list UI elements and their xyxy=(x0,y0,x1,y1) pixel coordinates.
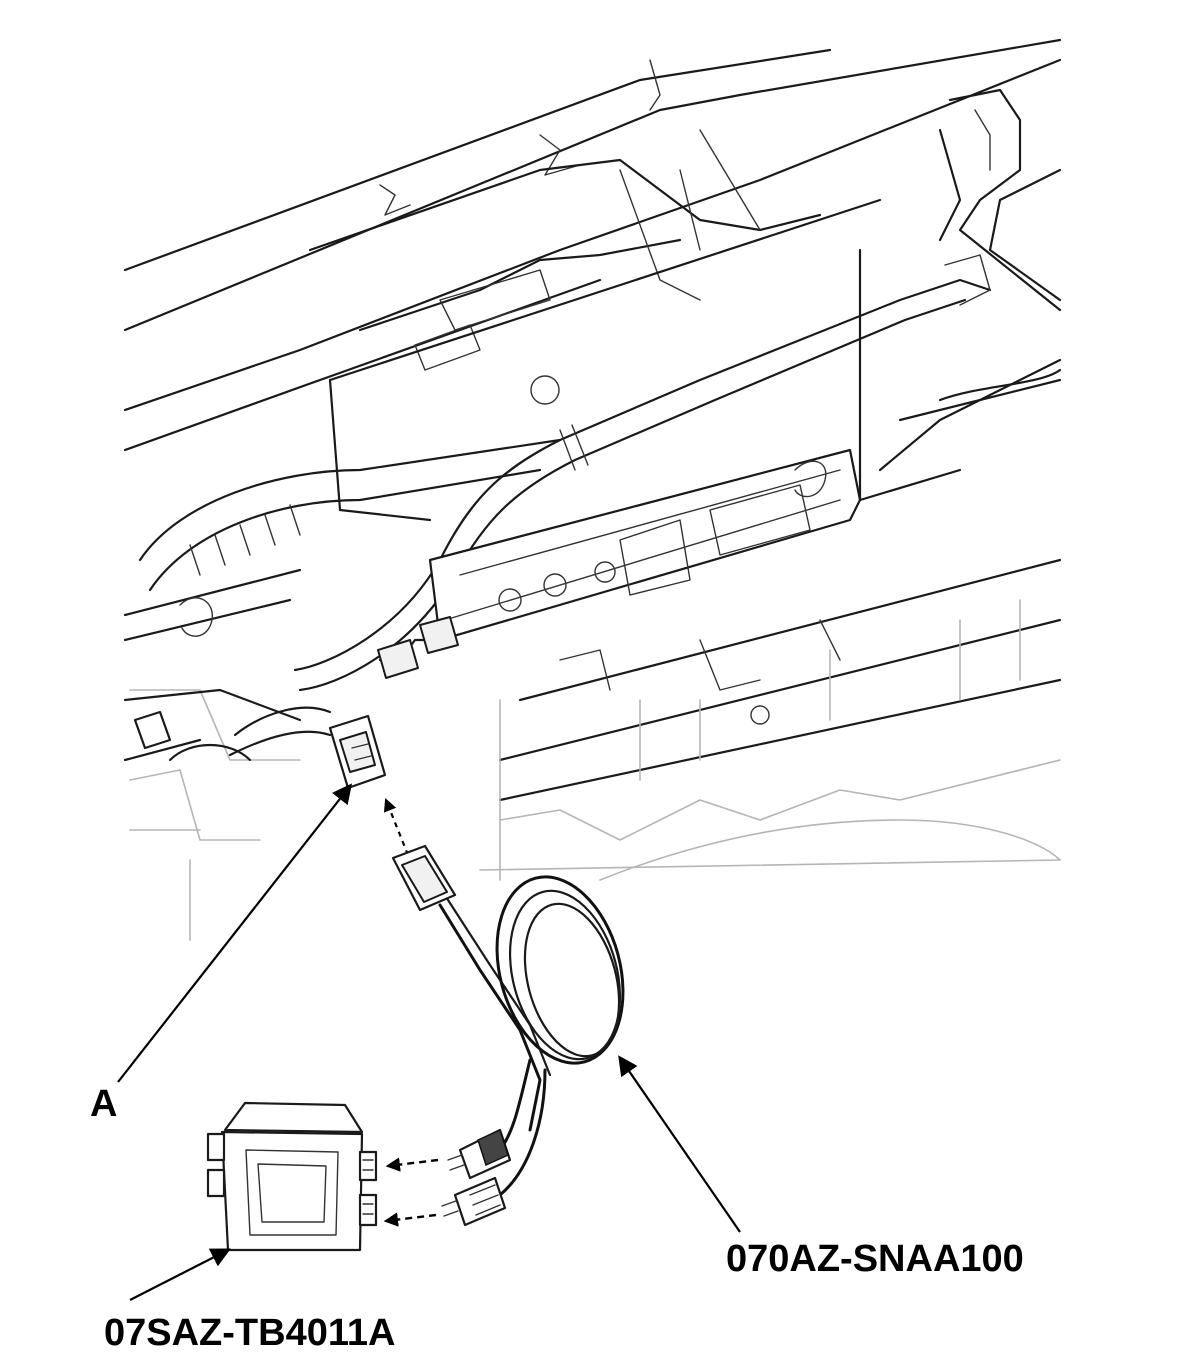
callout-label-tester-unit: 07SAZ-TB4011A xyxy=(104,1312,396,1354)
leader-line-sensor xyxy=(618,1055,741,1233)
callout-label-sensor-harness: 070AZ-SNAA100 xyxy=(726,1238,1024,1280)
body-frame xyxy=(123,38,1062,941)
leader-line-tester xyxy=(129,1248,231,1301)
leader-line-a xyxy=(117,783,353,1083)
vehicle-connector-a xyxy=(228,706,387,790)
tester-unit xyxy=(206,1101,378,1252)
connection-direction-arrow xyxy=(383,797,410,856)
callout-label-connector-a: A xyxy=(90,1083,118,1125)
callout-leaders xyxy=(117,783,741,1301)
insertion-arrows xyxy=(383,1157,439,1227)
sensor-harness xyxy=(391,844,625,1227)
